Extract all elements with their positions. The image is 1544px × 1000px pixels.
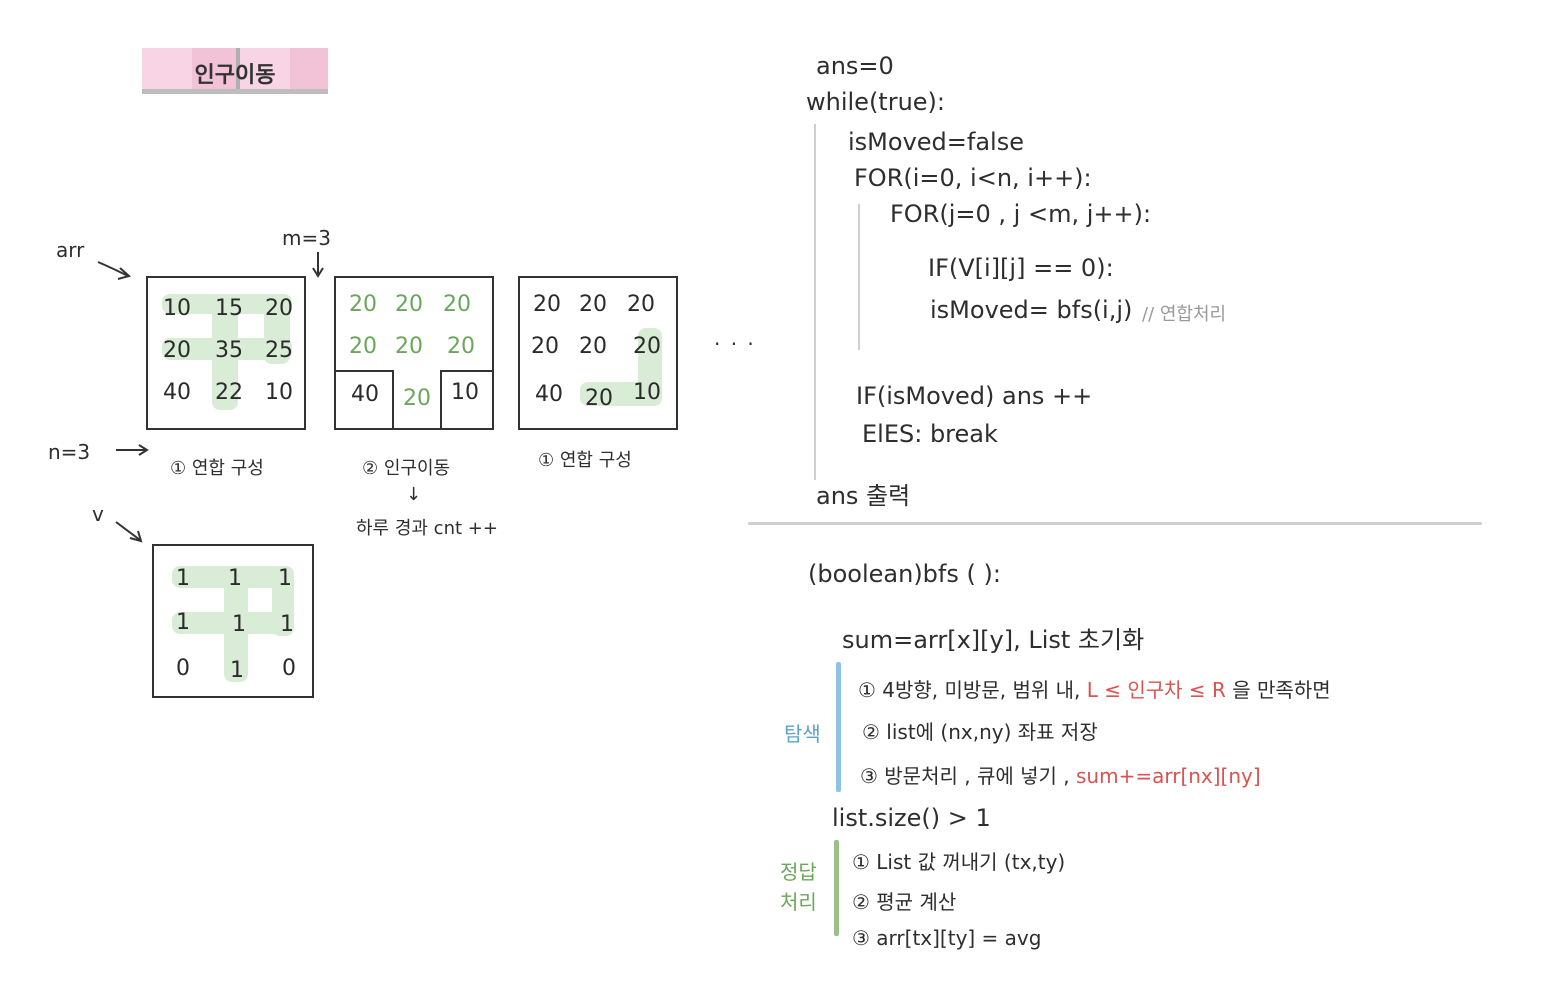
code-line: ③ 방문처리 , 큐에 넣기 , sum+=arr[nx][ny] <box>860 760 1261 789</box>
label-m: m=3 <box>282 226 331 250</box>
grid-cell: 1 <box>280 612 294 637</box>
code-line: ① List 값 꺼내기 (tx,ty) <box>852 850 1066 874</box>
grid-cell: 20 <box>531 334 559 359</box>
code-line: IF(V[i][j] == 0): <box>928 254 1114 282</box>
union-highlight <box>172 612 294 634</box>
grid-cell: 20 <box>395 334 423 359</box>
grid-cell: 20 <box>395 292 423 317</box>
grid-cell: 40 <box>163 380 191 405</box>
grid-cell: 20 <box>349 292 377 317</box>
label-search: 탐색 <box>784 722 821 746</box>
grid-cell: 20 <box>403 386 431 411</box>
code-line: ElES: break <box>862 420 998 448</box>
title-tag: 인구이동 <box>142 48 328 94</box>
ellipsis: . . . <box>714 326 756 350</box>
page-title: 인구이동 <box>194 63 276 88</box>
grid-cell: 10 <box>451 380 479 405</box>
grid-cell: 0 <box>282 656 296 681</box>
grid-cell: 22 <box>215 380 243 405</box>
grid-cell: 20 <box>265 296 293 321</box>
code-line: isMoved=false <box>848 128 1024 156</box>
grid-cell: 20 <box>163 338 191 363</box>
section-divider <box>748 522 1482 525</box>
grid-cell: 25 <box>265 338 293 363</box>
grid-arr-3: 20 20 20 20 20 20 40 20 10 <box>518 276 678 430</box>
step-text: ① 4방향, 미방문, 범위 내, <box>858 678 1081 702</box>
label-answer-2: 처리 <box>780 890 817 914</box>
code-line: list.size() > 1 <box>832 804 991 832</box>
indent-guide <box>814 124 816 480</box>
grid-visited: 1 1 1 1 1 1 0 1 0 <box>152 544 314 698</box>
code-line: ② list에 (nx,ny) 좌표 저장 <box>862 720 1098 744</box>
grid-cell: 20 <box>533 292 561 317</box>
grid-cell: 10 <box>633 380 661 405</box>
code-line: (boolean)bfs ( ): <box>808 560 1001 588</box>
tag-stripe <box>192 48 236 89</box>
grid-cell: 15 <box>215 296 243 321</box>
step-sum: sum+=arr[nx][ny] <box>1076 764 1261 788</box>
grid-cell: 20 <box>443 292 471 317</box>
answer-bar <box>834 840 839 936</box>
region-border <box>392 370 394 430</box>
grid2-caption: ② 인구이동 <box>362 458 451 479</box>
code-line: ③ arr[tx][ty] = avg <box>852 926 1042 950</box>
grid-cell: 20 <box>585 386 613 411</box>
code-line: isMoved= bfs(i,j) <box>930 296 1133 324</box>
grid-cell: 1 <box>232 612 246 637</box>
grid-cell: 1 <box>176 610 190 635</box>
code-line: sum=arr[x][y], List 초기화 <box>842 626 1145 654</box>
grid-cell: 10 <box>163 296 191 321</box>
label-arr: arr <box>56 238 85 262</box>
code-line: FOR(j=0 , j <m, j++): <box>890 200 1152 228</box>
grid-cell: 0 <box>176 656 190 681</box>
step-text: ③ 방문처리 , 큐에 넣기 , <box>860 764 1070 788</box>
grid2-note: 하루 경과 cnt ++ <box>356 518 498 539</box>
grid-arr-1: 10 15 20 20 35 25 40 22 10 <box>146 276 306 430</box>
grid-cell: 20 <box>579 334 607 359</box>
label-n: n=3 <box>48 440 91 464</box>
grid-cell: 40 <box>351 382 379 407</box>
code-line: IF(isMoved) ans ++ <box>856 382 1093 410</box>
step-text: 을 만족하면 <box>1232 678 1331 702</box>
grid-cell: 35 <box>215 338 243 363</box>
code-line: ans=0 <box>816 52 894 80</box>
grid-arr-2: 20 20 20 20 20 20 40 20 10 <box>334 276 494 430</box>
label-answer-1: 정답 <box>780 860 817 884</box>
union-highlight <box>162 338 292 360</box>
grid-cell: 1 <box>176 566 190 591</box>
grid-cell: 20 <box>349 334 377 359</box>
code-line: ans 출력 <box>816 482 911 510</box>
code-line: ② 평균 계산 <box>852 890 957 914</box>
grid-cell: 20 <box>447 334 475 359</box>
region-border <box>336 370 394 372</box>
tag-divider <box>236 48 240 89</box>
grid2-arrow: ↓ <box>406 484 422 505</box>
step-condition: L ≤ 인구차 ≤ R <box>1086 678 1226 702</box>
tag-stripe <box>290 48 328 89</box>
grid3-caption: ① 연합 구성 <box>538 450 632 471</box>
code-line: ① 4방향, 미방문, 범위 내, L ≤ 인구차 ≤ R 을 만족하면 <box>858 674 1331 703</box>
grid-cell: 1 <box>228 566 242 591</box>
grid-cell: 20 <box>579 292 607 317</box>
indent-guide <box>858 204 860 350</box>
search-bar <box>836 662 841 792</box>
union-highlight <box>638 328 662 406</box>
region-border <box>440 370 494 372</box>
region-border <box>440 370 442 430</box>
label-v: v <box>92 502 104 526</box>
code-comment: // 연합처리 <box>1142 304 1227 325</box>
grid-cell: 1 <box>230 658 244 683</box>
grid-cell: 20 <box>627 292 655 317</box>
grid-cell: 20 <box>633 334 661 359</box>
grid-cell: 10 <box>265 380 293 405</box>
grid-cell: 1 <box>278 566 292 591</box>
grid1-caption: ① 연합 구성 <box>170 458 264 479</box>
code-line: while(true): <box>806 88 946 116</box>
grid-cell: 40 <box>535 382 563 407</box>
code-line: FOR(i=0, i<n, i++): <box>854 164 1092 192</box>
